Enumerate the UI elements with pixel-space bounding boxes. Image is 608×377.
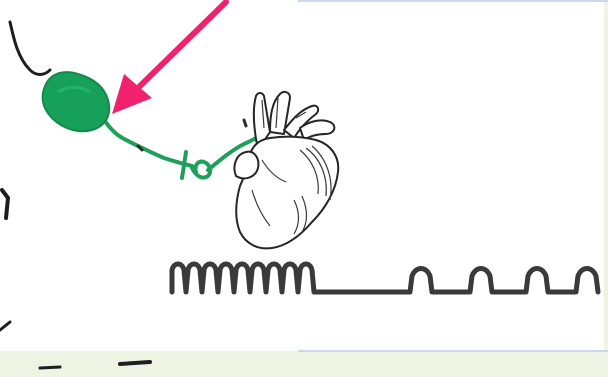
arrow-icon (112, 2, 226, 114)
heart-icon (234, 92, 338, 248)
ganglion-icon (43, 72, 110, 131)
trace-icon (172, 264, 598, 292)
